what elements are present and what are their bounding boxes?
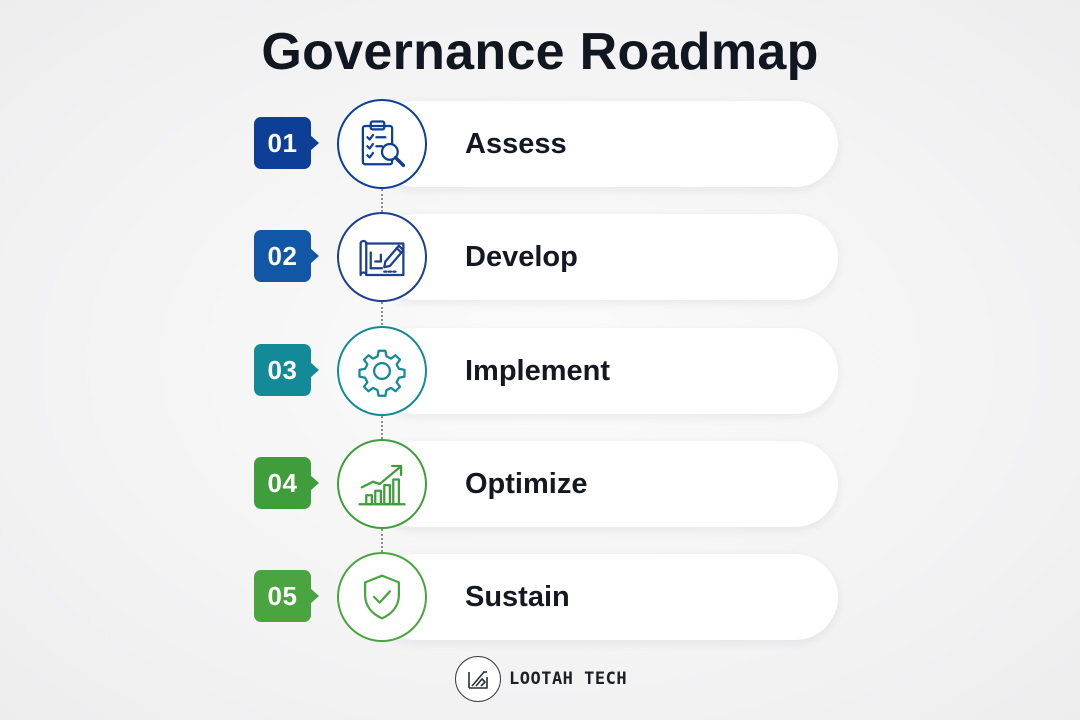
step-icon-circle <box>337 212 427 302</box>
step-label: Optimize <box>465 468 588 500</box>
page-title: Governance Roadmap <box>261 23 819 81</box>
step-number-badge: 02 <box>254 230 319 282</box>
step-label: Assess <box>465 128 567 160</box>
step-number-badge: 01 <box>254 117 319 169</box>
clipboard-search-icon <box>361 120 406 168</box>
step-number-badge: 03 <box>254 344 319 396</box>
gear-icon <box>358 349 406 397</box>
step-implement: 03 Implement <box>0 326 1080 416</box>
step-sustain: 05 Sustain <box>0 552 1080 642</box>
step-card <box>372 441 838 527</box>
growth-chart-icon <box>358 464 406 506</box>
brand: LOOTAH TECH <box>455 656 627 702</box>
step-number-badge: 05 <box>254 570 319 622</box>
blueprint-pencil-icon <box>359 239 405 277</box>
step-assess: 01 Assess <box>0 99 1080 189</box>
step-card <box>372 328 838 414</box>
step-icon-circle <box>337 99 427 189</box>
connector-line <box>381 189 383 212</box>
lootah-tech-logo <box>455 656 501 702</box>
connector-line <box>381 416 383 439</box>
step-optimize: 04 Optimize <box>0 439 1080 529</box>
step-icon-circle <box>337 439 427 529</box>
step-label: Develop <box>465 241 578 273</box>
step-card <box>372 214 838 300</box>
step-icon-circle <box>337 552 427 642</box>
step-card <box>372 554 838 640</box>
step-develop: 02 Develop <box>0 212 1080 302</box>
shield-check-icon <box>364 574 400 620</box>
connector-line <box>381 529 383 552</box>
step-card <box>372 101 838 187</box>
step-icon-circle <box>337 326 427 416</box>
step-number-badge: 04 <box>254 457 319 509</box>
brand-name: LOOTAH TECH <box>509 669 628 689</box>
connector-line <box>381 302 383 325</box>
step-label: Sustain <box>465 581 570 613</box>
step-label: Implement <box>465 355 611 387</box>
